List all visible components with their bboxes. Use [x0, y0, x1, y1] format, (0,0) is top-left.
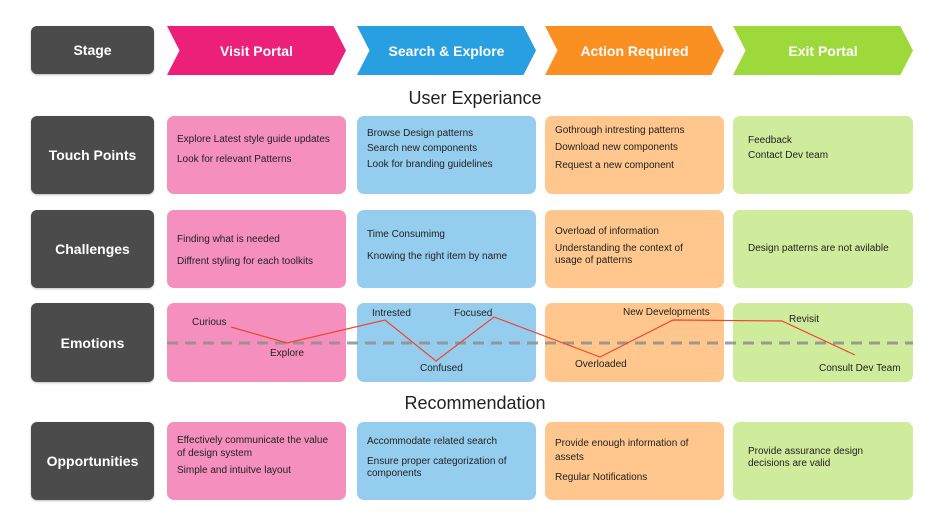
card-line: Provide assurance design decisions are v…	[748, 445, 864, 470]
card-line: Finding what is needed	[177, 233, 280, 245]
opportunities-search-explore: Accommodate related search Ensure proper…	[357, 422, 536, 500]
stage-chevron-visit-portal: Visit Portal	[167, 26, 346, 75]
row-label-text: Emotions	[60, 334, 125, 351]
stage-title: Visit Portal	[220, 42, 293, 59]
card-line: Browse Design patterns	[367, 127, 474, 139]
row-label-text: Touch Points	[48, 147, 137, 163]
section-title-recommendation: Recommendation	[404, 393, 546, 413]
card-line: Accommodate related search	[367, 436, 498, 448]
row-label-touch-points: Touch Points	[31, 116, 154, 194]
stage-title: Action Required	[580, 42, 689, 59]
challenges-search-explore: Time Consumimg Knowing the right item by…	[357, 210, 536, 288]
card-line: Design patterns are not avilable	[748, 242, 889, 254]
card-line: Gothrough intresting patterns	[555, 124, 685, 136]
row-label-text: Opportunities	[46, 453, 139, 469]
stage-chevron-exit-portal: Exit Portal	[733, 26, 913, 75]
card-line: Feedback	[748, 135, 792, 146]
card-line: Effectively communicate the value of des…	[177, 435, 329, 459]
stage-label: Stage	[31, 26, 154, 74]
emotion-label-intrested: Intrested	[372, 308, 411, 319]
emotion-label-revisit: Revisit	[789, 314, 820, 325]
card-line: Explore Latest style guide updates	[177, 133, 330, 145]
emotion-label-consult-dev-team: Consult Dev Team	[819, 363, 901, 374]
stage-title: Search & Explore	[388, 42, 505, 59]
opportunities-action-required: Provide enough information of assets Reg…	[545, 422, 724, 500]
row-label-opportunities: Opportunities	[31, 422, 154, 500]
card-line: Time Consumimg	[367, 228, 445, 240]
row-label-emotions: Emotions	[31, 303, 154, 382]
emotion-label-explore: Explore	[270, 348, 304, 359]
card-line: Provide enough information of assets	[555, 437, 689, 464]
card-line: Regular Notifications	[555, 471, 648, 483]
stage-chevron-search-explore: Search & Explore	[357, 26, 536, 75]
card-line: Understanding the context of usage of pa…	[555, 242, 683, 266]
card-line: Ensure proper categorization of componen…	[367, 455, 507, 480]
stage-label-text: Stage	[73, 42, 112, 58]
card-line: Contact Dev team	[748, 149, 829, 161]
card-line: Download new components	[555, 142, 678, 154]
challenges-exit-portal: Design patterns are not avilable	[733, 210, 913, 288]
challenges-visit-portal: Finding what is needed Diffrent styling …	[167, 210, 346, 288]
touch-points-action-required: Gothrough intresting patterns Download n…	[545, 116, 724, 194]
challenges-action-required: Overload of information Understanding th…	[545, 210, 724, 288]
card-line: Look for branding guidelines	[367, 158, 493, 170]
emotion-label-confused: Confused	[420, 363, 463, 374]
emotion-label-focused: Focused	[454, 308, 493, 319]
emotion-label-new-developments: New Developments	[623, 307, 710, 318]
emotions-visit-portal	[167, 303, 346, 382]
card-line: Look for relevant Patterns	[177, 154, 292, 165]
card-line: Overload of information	[555, 226, 659, 238]
touch-points-search-explore: Browse Design patterns Search new compon…	[357, 116, 536, 194]
row-label-text: Challenges	[55, 241, 130, 257]
emotion-label-curious: Curious	[192, 317, 227, 328]
opportunities-exit-portal: Provide assurance design decisions are v…	[733, 422, 913, 500]
card-line: Diffrent styling for each toolkits	[177, 256, 313, 267]
card-line: Knowing the right item by name	[367, 251, 508, 262]
card-line: Request a new component	[555, 159, 674, 171]
touch-points-exit-portal: Feedback Contact Dev team	[733, 116, 913, 194]
row-label-challenges: Challenges	[31, 210, 154, 288]
section-title-user-experience: User Experiance	[408, 88, 542, 108]
opportunities-visit-portal: Effectively communicate the value of des…	[167, 422, 346, 500]
emotion-label-overloaded: Overloaded	[575, 359, 627, 370]
stage-title: Exit Portal	[788, 42, 858, 59]
card-line: Search new components	[367, 143, 478, 155]
touch-points-visit-portal: Explore Latest style guide updates Look …	[167, 116, 346, 194]
card-line: Simple and intuitve layout	[177, 465, 291, 477]
stage-chevron-action-required: Action Required	[545, 26, 724, 75]
